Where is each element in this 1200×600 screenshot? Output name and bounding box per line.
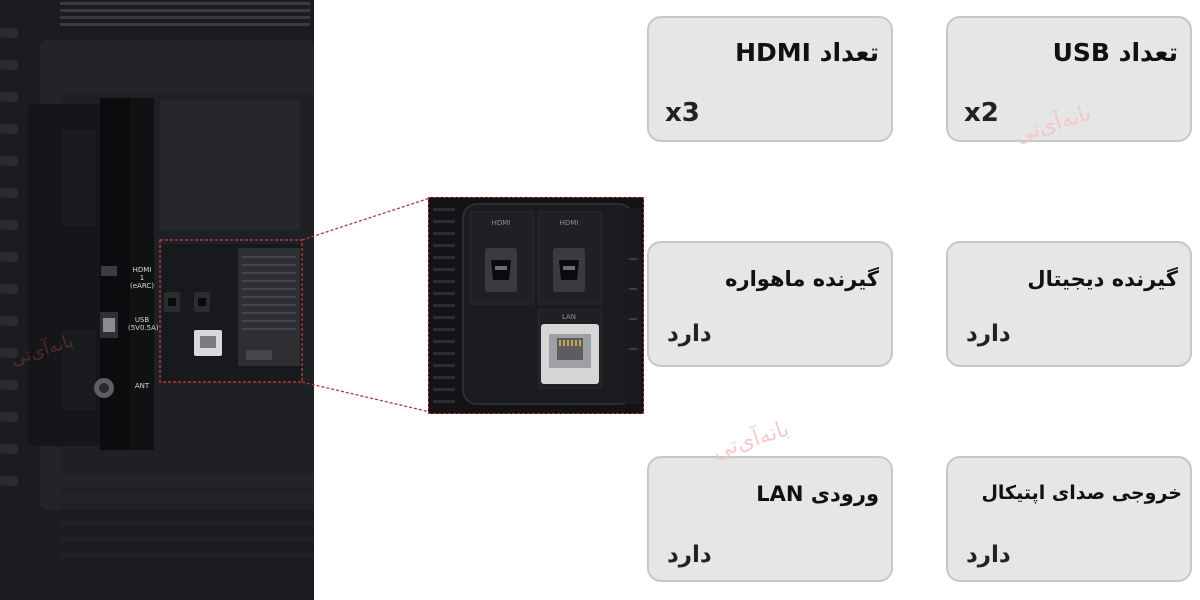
tv-back-drawing <box>0 0 314 600</box>
spec-card-hdmi: تعداد HDMI x3 <box>647 16 893 142</box>
spec-card-satellite: گیرنده ماهواره دارد <box>647 241 893 367</box>
spec-card-usb: تعداد USB x2 <box>946 16 1192 142</box>
spec-title-usb: تعداد USB <box>1052 38 1178 67</box>
zoom-hdmi-right-label: HDMI <box>559 219 579 227</box>
spec-value-usb: x2 <box>964 98 999 128</box>
spec-title-satellite: گیرنده ماهواره <box>725 267 879 291</box>
hdmi-port-number: 1 <box>139 274 145 282</box>
usb-power-label: (5V0.5A) <box>128 324 159 332</box>
spec-card-digital: گیرنده دیجیتال دارد <box>946 241 1192 367</box>
tv-back-photo: HDMI 1 (eARC) USB (5V0.5A) ANT بانه‌آی‌ت… <box>0 0 314 600</box>
zoom-inset-drawing <box>429 198 643 413</box>
spec-value-optical: دارد <box>966 542 1011 568</box>
hdmi-port-label: HDMI 1 (eARC) <box>128 266 156 290</box>
spec-value-lan: دارد <box>667 542 712 568</box>
spec-title-digital: گیرنده دیجیتال <box>1027 267 1178 291</box>
hdmi-label: HDMI <box>132 266 152 274</box>
zoom-inset: HDMI HDMI LAN <box>428 197 644 414</box>
spec-value-hdmi: x3 <box>665 98 700 128</box>
spec-title-hdmi: تعداد HDMI <box>735 38 879 67</box>
spec-value-digital: دارد <box>966 321 1011 347</box>
hdmi-arc-label: (eARC) <box>130 282 154 290</box>
spec-card-lan: ورودی LAN دارد <box>647 456 893 582</box>
usb-label: USB <box>134 316 150 324</box>
zoom-lan-label: LAN <box>561 313 577 321</box>
spec-title-optical: خروجی صدای اپتیکال <box>981 482 1182 504</box>
ant-port-label: ANT <box>128 382 156 390</box>
spec-value-satellite: دارد <box>667 321 712 347</box>
spec-title-lan: ورودی LAN <box>756 482 879 506</box>
zoom-hdmi-left-label: HDMI <box>491 219 511 227</box>
ant-label: ANT <box>134 382 150 390</box>
usb-port-label: USB (5V0.5A) <box>128 316 159 332</box>
spec-card-optical: خروجی صدای اپتیکال دارد <box>946 456 1192 582</box>
